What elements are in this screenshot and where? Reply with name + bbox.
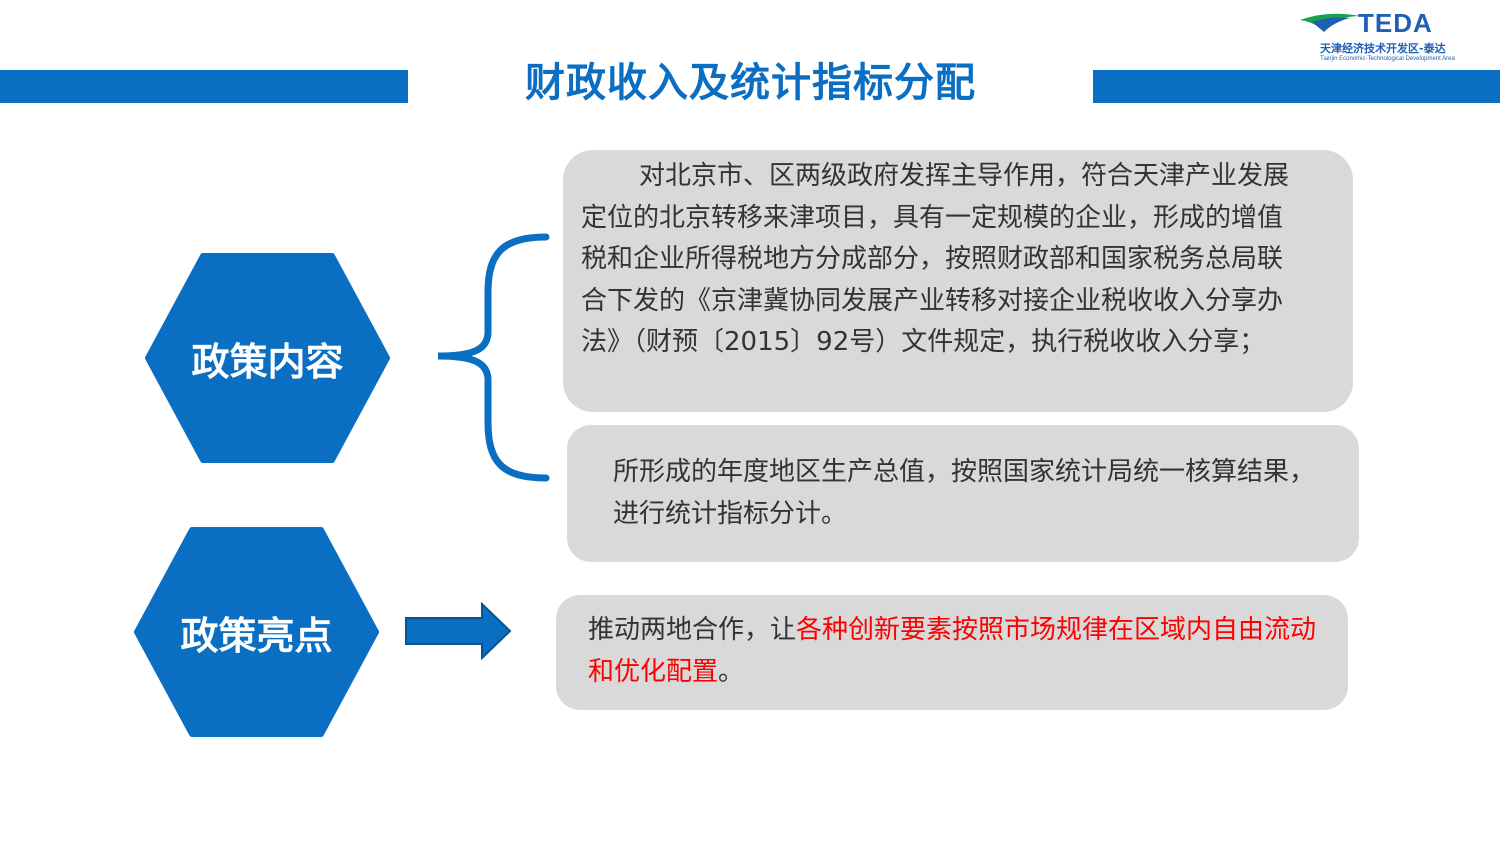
logo-wordmark: TEDA [1358,8,1433,38]
header-bar-left [0,70,408,103]
policy-highlight-box: 推动两地合作，让各种创新要素按照市场规律在区域内自由流动和优化配置。 [556,595,1348,710]
hexagon-policy-content: 政策内容 [145,253,390,463]
teda-logo: TEDA 天津经济技术开发区-泰达 Tianjin Economic-Techn… [1298,8,1478,68]
curly-brace-icon [437,233,550,482]
teda-swoosh-icon [1300,13,1360,32]
right-arrow-icon [405,602,512,660]
policy-paragraph-1: 对北京市、区两级政府发挥主导作用，符合天津产业发展定位的北京转移来津项目，具有一… [581,161,1290,357]
policy-content-box-2: 所形成的年度地区生产总值，按照国家统计局统一核算结果，进行统计指标分计。 [567,425,1359,562]
hexagon-shape-icon [145,253,390,463]
header-bar-right [1093,70,1500,103]
highlight-suffix: 。 [718,656,745,687]
page-title: 财政收入及统计指标分配 [525,60,976,106]
logo-cn-name: 天津经济技术开发区-泰达 [1320,42,1446,55]
hexagon-policy-highlight: 政策亮点 [134,527,379,737]
policy-paragraph-2: 所形成的年度地区生产总值，按照国家统计局统一核算结果，进行统计指标分计。 [613,457,1316,529]
logo-en-name: Tianjin Economic-Technological Developme… [1320,56,1455,62]
hexagon-label: 政策内容 [191,339,344,384]
hexagon-label: 政策亮点 [180,613,333,658]
highlight-emphasis: 各种创新要素按照市场规律在区域内自由流动和优化配置 [588,615,1317,687]
highlight-prefix: 推动两地合作，让 [588,615,797,645]
hexagon-shape-icon [134,527,379,737]
policy-content-box-1: 对北京市、区两级政府发挥主导作用，符合天津产业发展定位的北京转移来津项目，具有一… [563,150,1353,412]
